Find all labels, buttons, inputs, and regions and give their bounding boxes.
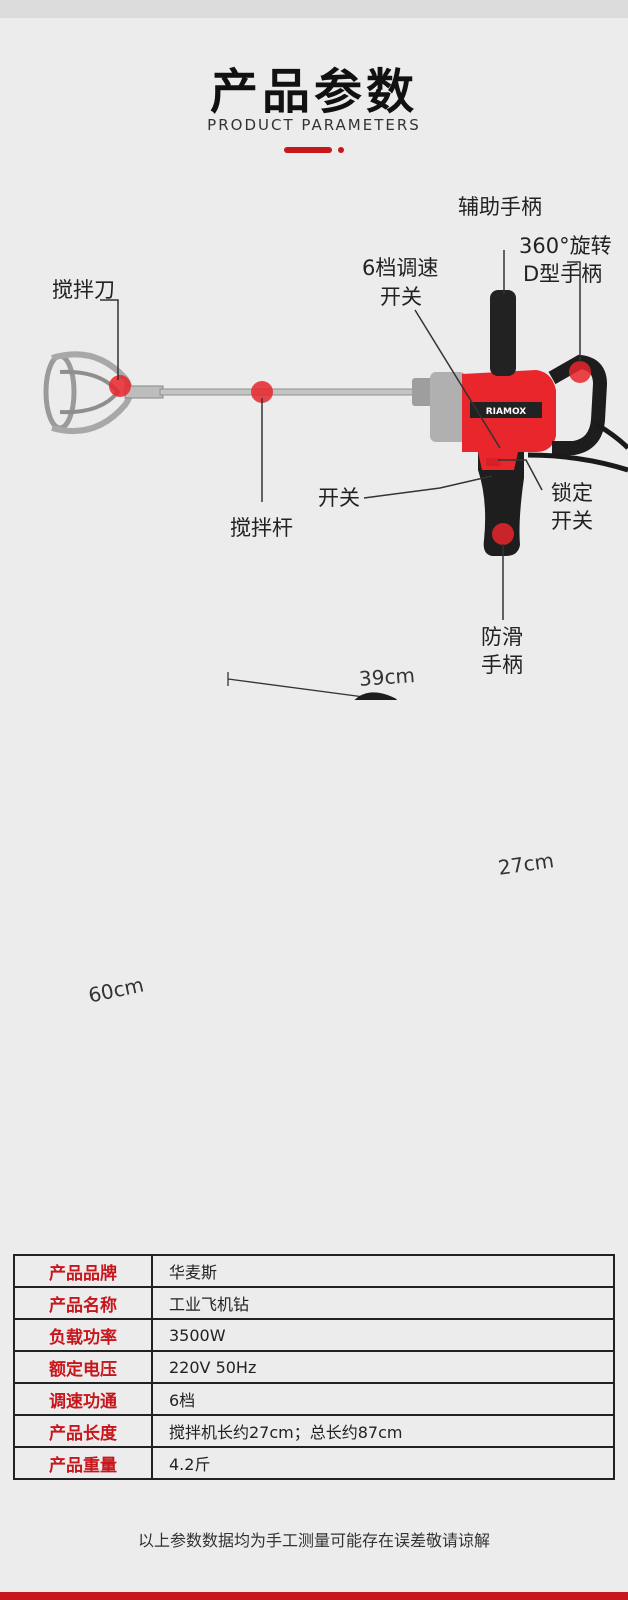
label-d-handle-line1: 360°旋转 bbox=[519, 234, 612, 258]
label-mixer-blade: 搅拌刀 bbox=[52, 278, 115, 302]
spec-key: 产品品牌 bbox=[13, 1254, 153, 1288]
brand-mark: RIAMOX bbox=[486, 407, 527, 417]
measurement-note: 以上参数数据均为手工测量可能存在误差敬请谅解 bbox=[137, 1531, 490, 1550]
label-mixer-rod: 搅拌杆 bbox=[230, 516, 293, 540]
bottom-accent-strip bbox=[0, 1592, 628, 1600]
spec-key: 产品重量 bbox=[13, 1446, 153, 1480]
spec-value: 华麦斯 bbox=[151, 1254, 615, 1288]
spec-table: 产品品牌 华麦斯 产品名称 工业飞机钻 负载功率 3500W 额定电压 220V… bbox=[13, 1254, 615, 1480]
label-lock-line2: 开关 bbox=[551, 509, 593, 533]
title-accent-dot bbox=[338, 147, 344, 153]
product-side-view-illustration: RIAMOX bbox=[43, 250, 628, 700]
dimension-height: 27cm bbox=[496, 848, 556, 880]
top-strip bbox=[0, 0, 628, 18]
page-title: 产品参数 bbox=[209, 64, 418, 120]
title-accent-bar bbox=[284, 147, 332, 153]
spec-value: 工业飞机钻 bbox=[151, 1286, 615, 1320]
table-row: 产品重量 4.2斤 bbox=[13, 1446, 615, 1480]
table-row: 产品品牌 华麦斯 bbox=[13, 1254, 615, 1288]
spec-value: 4.2斤 bbox=[151, 1446, 615, 1480]
table-row: 负载功率 3500W bbox=[13, 1318, 615, 1352]
label-grip-line2: 手柄 bbox=[481, 653, 523, 677]
label-speed-switch-line1: 6档调速 bbox=[362, 256, 439, 280]
spec-value: 6档 bbox=[151, 1382, 615, 1416]
table-row: 产品名称 工业飞机钻 bbox=[13, 1286, 615, 1320]
spec-value: 搅拌机长约27cm；总长约87cm bbox=[151, 1414, 615, 1448]
label-switch: 开关 bbox=[318, 486, 360, 510]
product-perspective-illustration bbox=[227, 672, 398, 700]
spec-key: 产品名称 bbox=[13, 1286, 153, 1320]
drill-body-graphic: RIAMOX bbox=[462, 290, 628, 556]
label-speed-switch-line2: 开关 bbox=[380, 285, 422, 309]
mixer-rod-graphic bbox=[159, 388, 421, 396]
label-grip-line1: 防滑 bbox=[481, 625, 523, 649]
spec-value: 3500W bbox=[151, 1318, 615, 1352]
page-subtitle: PRODUCT PARAMETERS bbox=[207, 116, 421, 134]
spec-key: 额定电压 bbox=[13, 1350, 153, 1384]
spec-key: 负载功率 bbox=[13, 1318, 153, 1352]
label-d-handle-line2: D型手柄 bbox=[523, 262, 603, 286]
spec-key: 调速功通 bbox=[13, 1382, 153, 1416]
label-lock-line1: 锁定 bbox=[551, 481, 593, 505]
table-row: 产品长度 搅拌机长约27cm；总长约87cm bbox=[13, 1414, 615, 1448]
spec-key: 产品长度 bbox=[13, 1414, 153, 1448]
spec-value: 220V 50Hz bbox=[151, 1350, 615, 1384]
mixer-blade-graphic bbox=[43, 351, 164, 434]
dimension-rod-length: 60cm bbox=[86, 972, 146, 1008]
table-row: 额定电压 220V 50Hz bbox=[13, 1350, 615, 1384]
dimension-width: 39cm bbox=[358, 663, 416, 691]
table-row: 调速功通 6档 bbox=[13, 1382, 615, 1416]
label-aux-handle: 辅助手柄 bbox=[458, 195, 542, 219]
